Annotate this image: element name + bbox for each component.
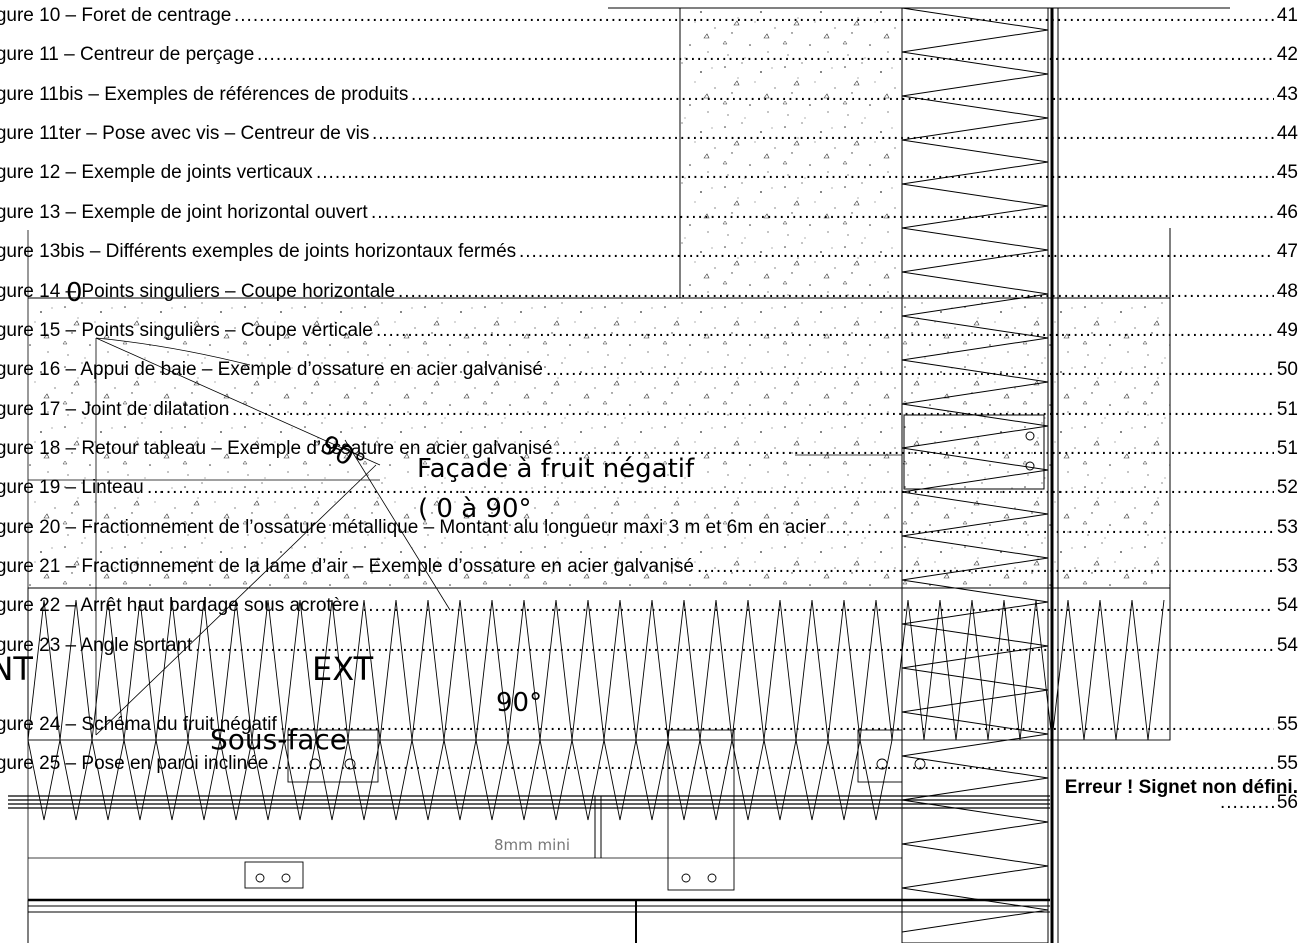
toc-entry-page: 43 [1276, 84, 1298, 105]
toc-entry[interactable]: Figure 15 – Points singuliers – Coupe ve… [0, 314, 1303, 348]
toc-entry-page: 56 [1276, 792, 1298, 813]
insulation-horizontal [27, 587, 1171, 891]
toc-entry-title: Figure 13 – Exemple de joint horizontal … [0, 202, 368, 223]
toc-entry-title: Figure 10 – Foret de centrage [0, 5, 232, 26]
toc-entry[interactable]: Figure 19 – Linteau 52...................… [0, 471, 1303, 505]
toc-entry-title: Figure 11ter – Pose avec vis – Centreur … [0, 123, 370, 144]
toc-entry-page: 44 [1276, 123, 1298, 144]
toc-entry-page: 45 [1276, 162, 1298, 183]
toc-entry-title: Figure 20 – Fractionnement de l’ossature… [0, 517, 826, 538]
toc-entry-title: Figure 22 – Arrêt haut bardage sous acro… [0, 595, 360, 616]
toc-dot-leader: ........................................… [195, 635, 1274, 656]
toc-entry-page: 47 [1276, 241, 1298, 262]
concrete-wall [28, 7, 1230, 740]
toc-dot-leader: ........................................… [280, 714, 1274, 735]
int-label: INT [0, 650, 33, 688]
toc-dot-leader: ........................................… [371, 202, 1274, 223]
toc-entry-page: 55 [1276, 714, 1298, 735]
insulation-vertical [901, 7, 1059, 943]
toc-entry[interactable]: Figure 11ter – Pose avec vis – Centreur … [0, 117, 1303, 151]
toc-entry[interactable]: 56......................................… [0, 786, 1303, 820]
toc-entry[interactable]: Figure 17 – Joint de dilatation 51.......… [0, 393, 1303, 427]
toc-entry-page: 48 [1276, 281, 1298, 302]
toc-entry[interactable]: Figure 11 – Centreur de perçage 42.......… [0, 38, 1303, 72]
toc-dot-leader: ........................................… [232, 399, 1274, 420]
toc-entry[interactable]: Figure 13 – Exemple de joint horizontal … [0, 196, 1303, 230]
ext-label: EXT [312, 650, 374, 688]
toc-dot-leader: ........................................… [257, 44, 1274, 65]
angle-90-label-lower: 90° [496, 688, 543, 718]
toc-dot-leader: ........................................… [234, 5, 1274, 26]
dimension-lines [27, 230, 902, 943]
toc-entry-title: Figure 21 – Fractionnement de la lame d’… [0, 556, 694, 577]
toc-entry-page: 54 [1276, 595, 1298, 616]
toc-entry[interactable]: Figure 14 – Points singuliers – Coupe ho… [0, 275, 1303, 309]
toc-entry[interactable]: Figure 25 – Pose en paroi inclinée 55....… [0, 747, 1303, 781]
toc-entry-title: Figure 12 – Exemple de joints verticaux [0, 162, 313, 183]
toc-dot-leader: ........................................… [376, 320, 1274, 341]
toc-entry-title: Figure 15 – Points singuliers – Coupe ve… [0, 320, 373, 341]
toc-entry[interactable]: Figure 10 – Foret de centrage 41.........… [0, 0, 1303, 33]
toc-entry-page: 54 [1276, 635, 1298, 656]
facade-label: Façade à fruit négatif [417, 454, 695, 484]
toc-dot-leader: ........................................… [147, 477, 1274, 498]
toc-entry-page: 46 [1276, 202, 1298, 223]
toc-entry-page: 51 [1276, 438, 1298, 459]
toc-dot-leader: ........................................… [362, 595, 1274, 616]
sous-face-label: Sous-face [210, 723, 347, 756]
toc-entry-page: 53 [1276, 556, 1298, 577]
toc-entry-page: 50 [1276, 359, 1298, 380]
toc-dot-leader: ........................................… [555, 438, 1274, 459]
cladding-layers [8, 795, 1050, 943]
error-bookmark-text: Erreur ! Signet non défini. [1064, 777, 1298, 798]
toc-entry-page: 41 [1276, 5, 1298, 26]
toc-entry[interactable]: Figure 18 – Retour tableau – Exemple d’o… [0, 432, 1303, 466]
toc-entry-page: 52 [1276, 477, 1298, 498]
min-gap-label: 8mm mini [494, 836, 570, 854]
toc-dot-leader: ........................................… [1220, 792, 1274, 813]
angle-range-label: ( 0 à 90° [418, 494, 532, 524]
toc-entry-title: Figure 16 – Appui de baie – Exemple d’os… [0, 359, 543, 380]
toc-dot-leader: ........................................… [697, 556, 1274, 577]
toc-entry[interactable]: Figure 13bis – Différents exemples de jo… [0, 235, 1303, 269]
toc-entry[interactable]: Figure 12 – Exemple de joints verticaux 4… [0, 156, 1303, 190]
toc-entry[interactable]: Figure 11bis – Exemples de références de… [0, 78, 1303, 112]
toc-entry-title: Figure 11bis – Exemples de références de… [0, 84, 409, 105]
toc-entry-page: 53 [1276, 517, 1298, 538]
toc-dot-leader: ........................................… [398, 281, 1274, 302]
toc-entry[interactable]: Figure 21 – Fractionnement de la lame d’… [0, 550, 1303, 584]
toc-entry-page: 42 [1276, 44, 1298, 65]
toc-dot-leader: ........................................… [372, 123, 1274, 144]
toc-entry-title: Figure 13bis – Différents exemples de jo… [0, 241, 517, 262]
toc-entry[interactable]: Figure 22 – Arrêt haut bardage sous acro… [0, 589, 1303, 623]
toc-entry-title: Figure 14 – Points singuliers – Coupe ho… [0, 281, 396, 302]
zero-label: 0 [66, 278, 83, 308]
toc-dot-leader: ........................................… [316, 162, 1274, 183]
toc-dot-leader: ........................................… [271, 753, 1274, 774]
toc-entry-page: 51 [1276, 399, 1298, 420]
toc-dot-leader: ........................................… [519, 241, 1274, 262]
toc-entry[interactable]: Figure 16 – Appui de baie – Exemple d’os… [0, 353, 1303, 387]
toc-entry-page: 55 [1276, 753, 1298, 774]
toc-entry-page: 49 [1276, 320, 1298, 341]
toc-dot-leader: ........................................… [546, 359, 1274, 380]
toc-entry[interactable]: Figure 23 – Angle sortant 54.............… [0, 629, 1303, 663]
toc-entry[interactable] [0, 668, 1303, 702]
toc-entry-title: Figure 23 – Angle sortant [0, 635, 193, 656]
toc-entry[interactable]: Figure 20 – Fractionnement de l’ossature… [0, 511, 1303, 545]
toc-entry-title: Figure 18 – Retour tableau – Exemple d’o… [0, 438, 553, 459]
toc-dot-leader: ........................................… [411, 84, 1274, 105]
toc-entry-title: Figure 17 – Joint de dilatation [0, 399, 230, 420]
toc-entry-title: Figure 25 – Pose en paroi inclinée [0, 753, 269, 774]
toc-entry-title: Figure 11 – Centreur de perçage [0, 44, 255, 65]
toc-dot-leader: ........................................… [829, 517, 1274, 538]
toc-entry[interactable]: Figure 24 – Schéma du fruit négatif 55...… [0, 708, 1303, 742]
toc-entry-title: Figure 24 – Schéma du fruit négatif [0, 714, 277, 735]
toc-entry-title: Figure 19 – Linteau [0, 477, 144, 498]
